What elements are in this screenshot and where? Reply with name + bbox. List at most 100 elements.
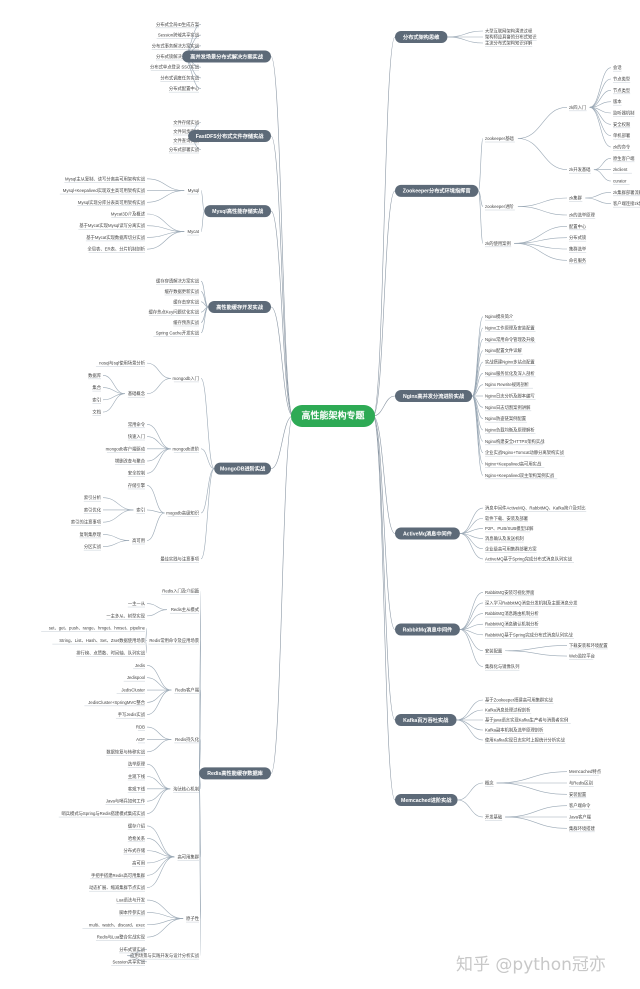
connector	[200, 468, 215, 514]
topic-label: 安全权限	[613, 121, 631, 128]
topic-label: Nginx防盗链案例配置	[485, 415, 527, 422]
topic-label: zk的选举原理	[569, 212, 595, 219]
connector	[102, 540, 130, 547]
topic-label: 手写Jedis实战	[118, 711, 146, 718]
branch-pill	[214, 462, 271, 475]
topic-label: Lua语法与开发	[116, 897, 145, 904]
topic-label: Kafka副本机制及选举原理剖析	[485, 727, 544, 734]
topic-label: 消息中间件ActiveMQ、RabbitMQ、Kafka简介及对比	[485, 505, 586, 512]
connector	[459, 592, 484, 630]
connector	[517, 197, 568, 207]
topic-label: 手把手搭建Redis高可用集群	[91, 872, 146, 879]
connector	[146, 423, 171, 450]
connector	[198, 773, 202, 956]
connector	[456, 719, 484, 741]
branch-pill	[395, 184, 479, 197]
connector	[102, 375, 125, 395]
connector	[585, 192, 612, 199]
branch-pill	[182, 50, 271, 63]
connector	[447, 36, 484, 44]
connector	[146, 918, 184, 938]
topic-label: 基于java语言实现Kafka生产者与消费者实例	[485, 717, 568, 724]
topic-label: zk开发基础	[569, 166, 590, 173]
topic-label: Nginx日志切割案例讲解	[485, 404, 531, 411]
topic-label: 企业实战Nginx+Tomcat动静分离架构实战	[485, 449, 565, 456]
topic-label: RabbitMQ消息确认机制分析	[485, 621, 539, 628]
topic-label: 配置中心	[569, 223, 587, 230]
branch-topic	[182, 50, 271, 63]
topic-label: 一主多从、树型实现	[106, 612, 145, 619]
connector	[459, 533, 484, 560]
topic-label: 动态扩展、缩减集群节点实战	[89, 884, 146, 891]
topic-label: 架构师应具备的分布式知识	[485, 34, 537, 41]
topic-label: JedisCluster	[121, 688, 145, 693]
connector	[102, 393, 125, 413]
connector	[145, 640, 148, 654]
connector	[471, 373, 484, 397]
topic-label: Spring Cache开发实战	[156, 329, 200, 336]
branch-pill	[208, 301, 271, 313]
connector	[478, 190, 484, 207]
connector	[146, 448, 171, 462]
connector	[459, 517, 484, 534]
topic-label: Mysql主从复制、读写分离高可用架构实战	[65, 175, 146, 182]
topic-label: 节点类型	[613, 87, 631, 94]
topic-label: Session跨域共享实战	[158, 32, 200, 39]
root-label: 高性能架构专题	[301, 410, 365, 421]
topic-label: 企业级高可用集群部署方案	[485, 545, 537, 552]
connector	[146, 726, 172, 740]
topic-label: 分布式单点登录 SSO实战	[150, 64, 200, 71]
topic-label: Memcached特点	[569, 768, 602, 775]
connector	[589, 101, 612, 108]
topic-label: 索引	[92, 396, 101, 403]
branch-pill	[199, 767, 271, 780]
topic-label: Nginx模块简介	[485, 313, 514, 320]
topic-label: Mycat3D介及概述	[111, 211, 146, 218]
connector	[127, 955, 148, 963]
connector	[456, 719, 484, 731]
topic-label: Nginx工作原理及安装配置	[485, 325, 535, 332]
connector	[372, 415, 396, 630]
topic-label: 原子性	[186, 915, 200, 922]
branch-label: 高并发场景分布式解决方案实战	[190, 52, 263, 60]
topic-label: 哈希关系	[128, 835, 146, 842]
topic-label: 文档	[92, 409, 101, 416]
branch-label: Nginx高并发分流进阶实战	[403, 392, 465, 400]
connector	[496, 782, 568, 795]
topic-label: 分布式锁解决方案实战	[156, 53, 200, 60]
connector	[146, 689, 172, 703]
topic-label: Redis常用命令及应用场景	[149, 637, 199, 644]
branch-label: Mysql高性能存储实战	[212, 207, 264, 215]
connector	[146, 899, 184, 919]
connector	[270, 56, 294, 417]
branch-label: RabbitMq消息中间件	[403, 625, 453, 633]
topic-label: Nginx配置文件详解	[485, 347, 522, 354]
connector	[478, 190, 484, 244]
connector	[514, 243, 568, 261]
connector	[505, 650, 568, 657]
connector	[146, 837, 175, 858]
topic-label: Nginx+Keepalived双主架构案例实战	[485, 472, 555, 479]
mind-map-nodes: 大型互联网架构演进过程架构师应具备的分布式知识主流分布式架构知识详解分布式架构思…	[49, 21, 640, 965]
connector	[146, 788, 171, 814]
connector	[505, 805, 568, 818]
topic-label: 哨兵模式与Spring与Redis搭建模式集成实战	[61, 810, 145, 817]
connector	[589, 78, 612, 108]
connector	[200, 280, 209, 308]
topic-label: zk四入门	[569, 104, 586, 111]
connector	[200, 468, 215, 560]
topic-label: 节点类型	[613, 76, 631, 83]
topic-label: mongodb入门	[172, 375, 199, 382]
topic-label: mongodb客户端驱动	[106, 445, 146, 452]
connector	[471, 339, 484, 397]
connector	[200, 448, 215, 469]
connector	[146, 485, 165, 514]
topic-label: 使用Kafka实现日志实时上报统计分析实战	[485, 737, 565, 744]
connector	[471, 350, 484, 397]
connector	[589, 90, 612, 108]
topic-label: 缓存预热实战	[173, 319, 199, 326]
topic-label: 主观下线	[128, 773, 146, 780]
topic-label: zk集群	[569, 195, 583, 202]
topic-label: 复制集原理	[80, 531, 102, 538]
topic-label: 文件查询实战	[173, 137, 199, 144]
